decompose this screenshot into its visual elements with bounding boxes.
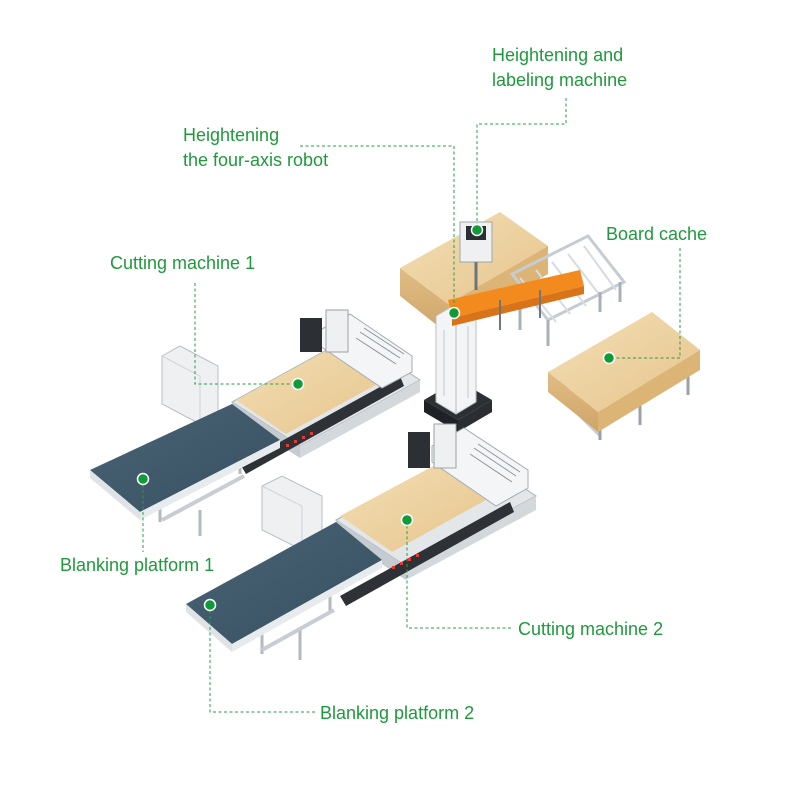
leader-board-cache (609, 248, 681, 359)
marker-robot (447, 306, 461, 320)
label-blanking-platform-2: Blanking platform 2 (320, 701, 474, 726)
label-cutting-machine-2-text: Cutting machine 2 (518, 619, 664, 639)
label-blanking-platform-2-text: Blanking platform 2 (320, 703, 475, 723)
marker-labeling-machine (470, 223, 484, 237)
label-blanking-platform-1: Blanking platform 1 (60, 553, 214, 578)
leader-blanking-platform-2 (209, 605, 316, 713)
marker-blanking-platform-1 (136, 472, 150, 486)
label-labeling-machine-line-2: labeling machine (492, 70, 628, 90)
blanking-platform-2 (186, 522, 382, 660)
marker-cutting-machine-1 (291, 377, 305, 391)
label-board-cache-text: Board cache (606, 224, 708, 244)
leader-lines (142, 98, 681, 713)
four-axis-robot (424, 270, 584, 432)
label-blanking-platform-1-text: Blanking platform 1 (60, 555, 215, 575)
marker-board-cache (602, 351, 616, 365)
label-cutting-machine-2: Cutting machine 2 (518, 617, 663, 642)
label-cutting-machine-1: Cutting machine 1 (110, 251, 255, 276)
leader-robot (300, 145, 455, 313)
board-cache (548, 312, 700, 440)
label-cutting-machine-1-text: Cutting machine 1 (110, 253, 256, 273)
blanking-platform-1 (90, 404, 280, 536)
leader-cutting-machine-2 (406, 520, 512, 629)
cutting-machine-1 (90, 309, 421, 536)
marker-dots (136, 223, 616, 612)
leader-labeling-machine (476, 98, 567, 230)
label-labeling-machine-line-1: Heightening and (492, 45, 624, 65)
label-labeling-machine: Heightening and labeling machine (492, 43, 627, 93)
marker-cutting-machine-2 (400, 513, 414, 527)
leader-cutting-machine-1 (194, 283, 298, 385)
label-robot: Heightening the four-axis robot (183, 123, 328, 173)
label-board-cache: Board cache (606, 222, 707, 247)
label-robot-line-1: Heightening (183, 125, 280, 145)
label-robot-line-2: the four-axis robot (183, 150, 329, 170)
marker-blanking-platform-2 (203, 598, 217, 612)
labeling-machine (400, 212, 627, 346)
cutting-machine-2 (186, 423, 537, 660)
